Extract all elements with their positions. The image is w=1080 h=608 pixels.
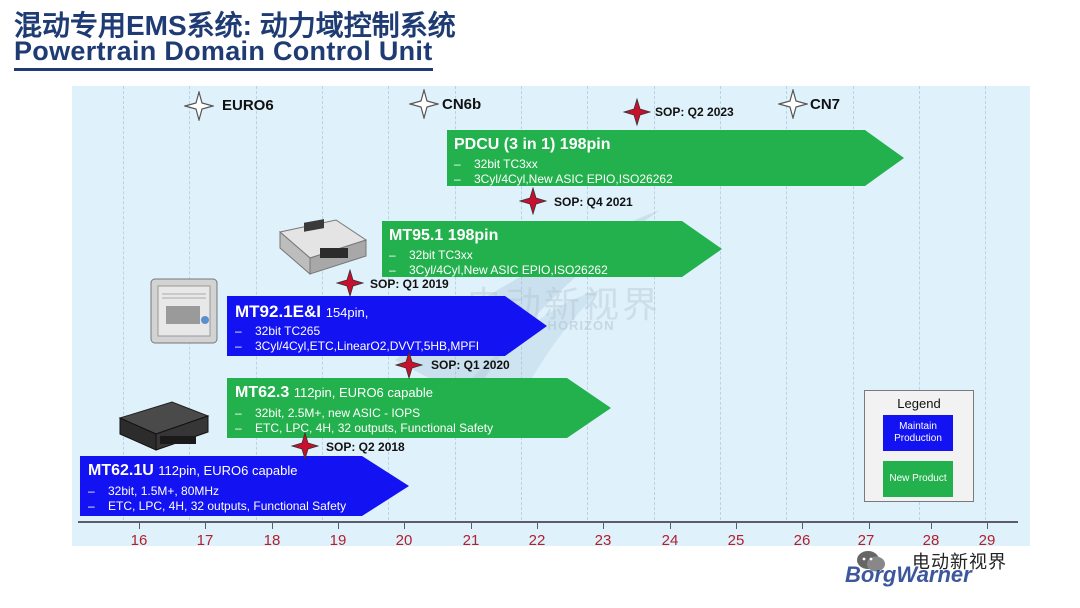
product-detail: 112pin, EURO6 capable [293, 385, 433, 400]
sop-star-icon [336, 269, 364, 297]
product-arrow-mt95-1: MT95.1 198pin 32bit TC3xx 3Cyl/4Cyl,New … [382, 221, 722, 277]
product-detail: 112pin, EURO6 capable [158, 463, 298, 478]
product-spec: 32bit TC3xx [389, 248, 608, 263]
regulation-star-icon [184, 91, 214, 121]
wechat-icon [857, 551, 885, 572]
legend-maintain-production: Maintain Production [883, 415, 953, 451]
svg-text:BorgWarner: BorgWarner [845, 562, 973, 587]
regulation-euro6: EURO6 [222, 97, 274, 114]
product-spec: 32bit TC265 [235, 324, 479, 339]
regulation-cn7: CN7 [810, 96, 841, 113]
legend-new-product: New Product [883, 461, 953, 497]
year-label: 27 [857, 532, 875, 549]
product-spec: 32bit, 1.5M+, 80MHz [88, 484, 346, 499]
product-name: PDCU (3 in 1) 198pin [454, 136, 611, 153]
sop-star-icon [519, 187, 547, 215]
product-name: MT95.1 198pin [389, 227, 499, 244]
product-spec: ETC, LPC, 4H, 32 outputs, Functional Saf… [88, 499, 346, 514]
year-label: 25 [727, 532, 745, 549]
product-spec: 32bit TC3xx [454, 157, 673, 172]
year-label: 17 [196, 532, 214, 549]
product-arrow-mt92-1: MT92.1E&I 154pin, 32bit TC265 3Cyl/4Cyl,… [227, 296, 547, 356]
year-label: 26 [793, 532, 811, 549]
year-label: 28 [922, 532, 940, 549]
year-label: 20 [395, 532, 413, 549]
product-detail: 154pin, [325, 305, 369, 320]
regulation-cn6b: CN6b [442, 96, 482, 113]
product-spec: 32bit, 2.5M+, new ASIC - IOPS [235, 406, 493, 421]
sop-label: SOP: Q1 2019 [370, 277, 449, 291]
year-label: 18 [263, 532, 281, 549]
product-name: MT62.1U [88, 462, 154, 479]
sop-star-icon [623, 98, 651, 126]
legend-title: Legend [897, 396, 941, 411]
product-arrow-pdcu: PDCU (3 in 1) 198pin 32bit TC3xx 3Cyl/4C… [447, 130, 904, 186]
page-title-english: Powertrain Domain Control Unit [14, 36, 433, 71]
year-label: 29 [978, 532, 996, 549]
product-spec: 3Cyl/4Cyl,New ASIC EPIO,ISO26262 [454, 172, 673, 186]
ecu-image-mt62 [118, 401, 210, 451]
page-title-chinese: 混动专用EMS系统: 动力域控制系统 [14, 10, 456, 41]
sop-label: SOP: Q4 2021 [554, 195, 633, 209]
regulation-star-icon [778, 89, 808, 119]
year-label: 16 [130, 532, 148, 549]
year-label: 21 [462, 532, 480, 549]
sop-star-icon [395, 351, 423, 379]
year-label: 19 [329, 532, 347, 549]
ecu-image-mt92 [150, 278, 218, 344]
year-label: 22 [528, 532, 546, 549]
year-label: 24 [661, 532, 679, 549]
legend: Legend Maintain Production New Product [864, 390, 974, 502]
sop-label: SOP: Q2 2018 [326, 440, 405, 454]
timeline-axis [78, 521, 1018, 523]
product-arrow-mt62-3: MT62.3 112pin, EURO6 capable 32bit, 2.5M… [227, 378, 611, 438]
borgwarner-logo: BorgWarner [845, 562, 973, 587]
sop-label: SOP: Q2 2023 [655, 105, 734, 119]
product-arrow-mt62-1u: MT62.1U 112pin, EURO6 capable 32bit, 1.5… [80, 456, 409, 516]
footer-wechat-label: 电动新视界 [912, 552, 1007, 572]
ecu-image-mt95 [278, 219, 368, 276]
year-label: 23 [594, 532, 612, 549]
product-spec: 3Cyl/4Cyl,New ASIC EPIO,ISO26262 [389, 263, 608, 277]
product-name: MT62.3 [235, 384, 290, 401]
product-spec: 3Cyl/4Cyl,ETC,LinearO2,DVVT,5HB,MPFI [235, 339, 479, 354]
product-name: MT92.1E&I [235, 302, 321, 321]
sop-label: SOP: Q1 2020 [431, 358, 510, 372]
regulation-star-icon [409, 89, 439, 119]
product-spec: ETC, LPC, 4H, 32 outputs, Functional Saf… [235, 421, 493, 436]
sop-star-icon [291, 432, 319, 460]
